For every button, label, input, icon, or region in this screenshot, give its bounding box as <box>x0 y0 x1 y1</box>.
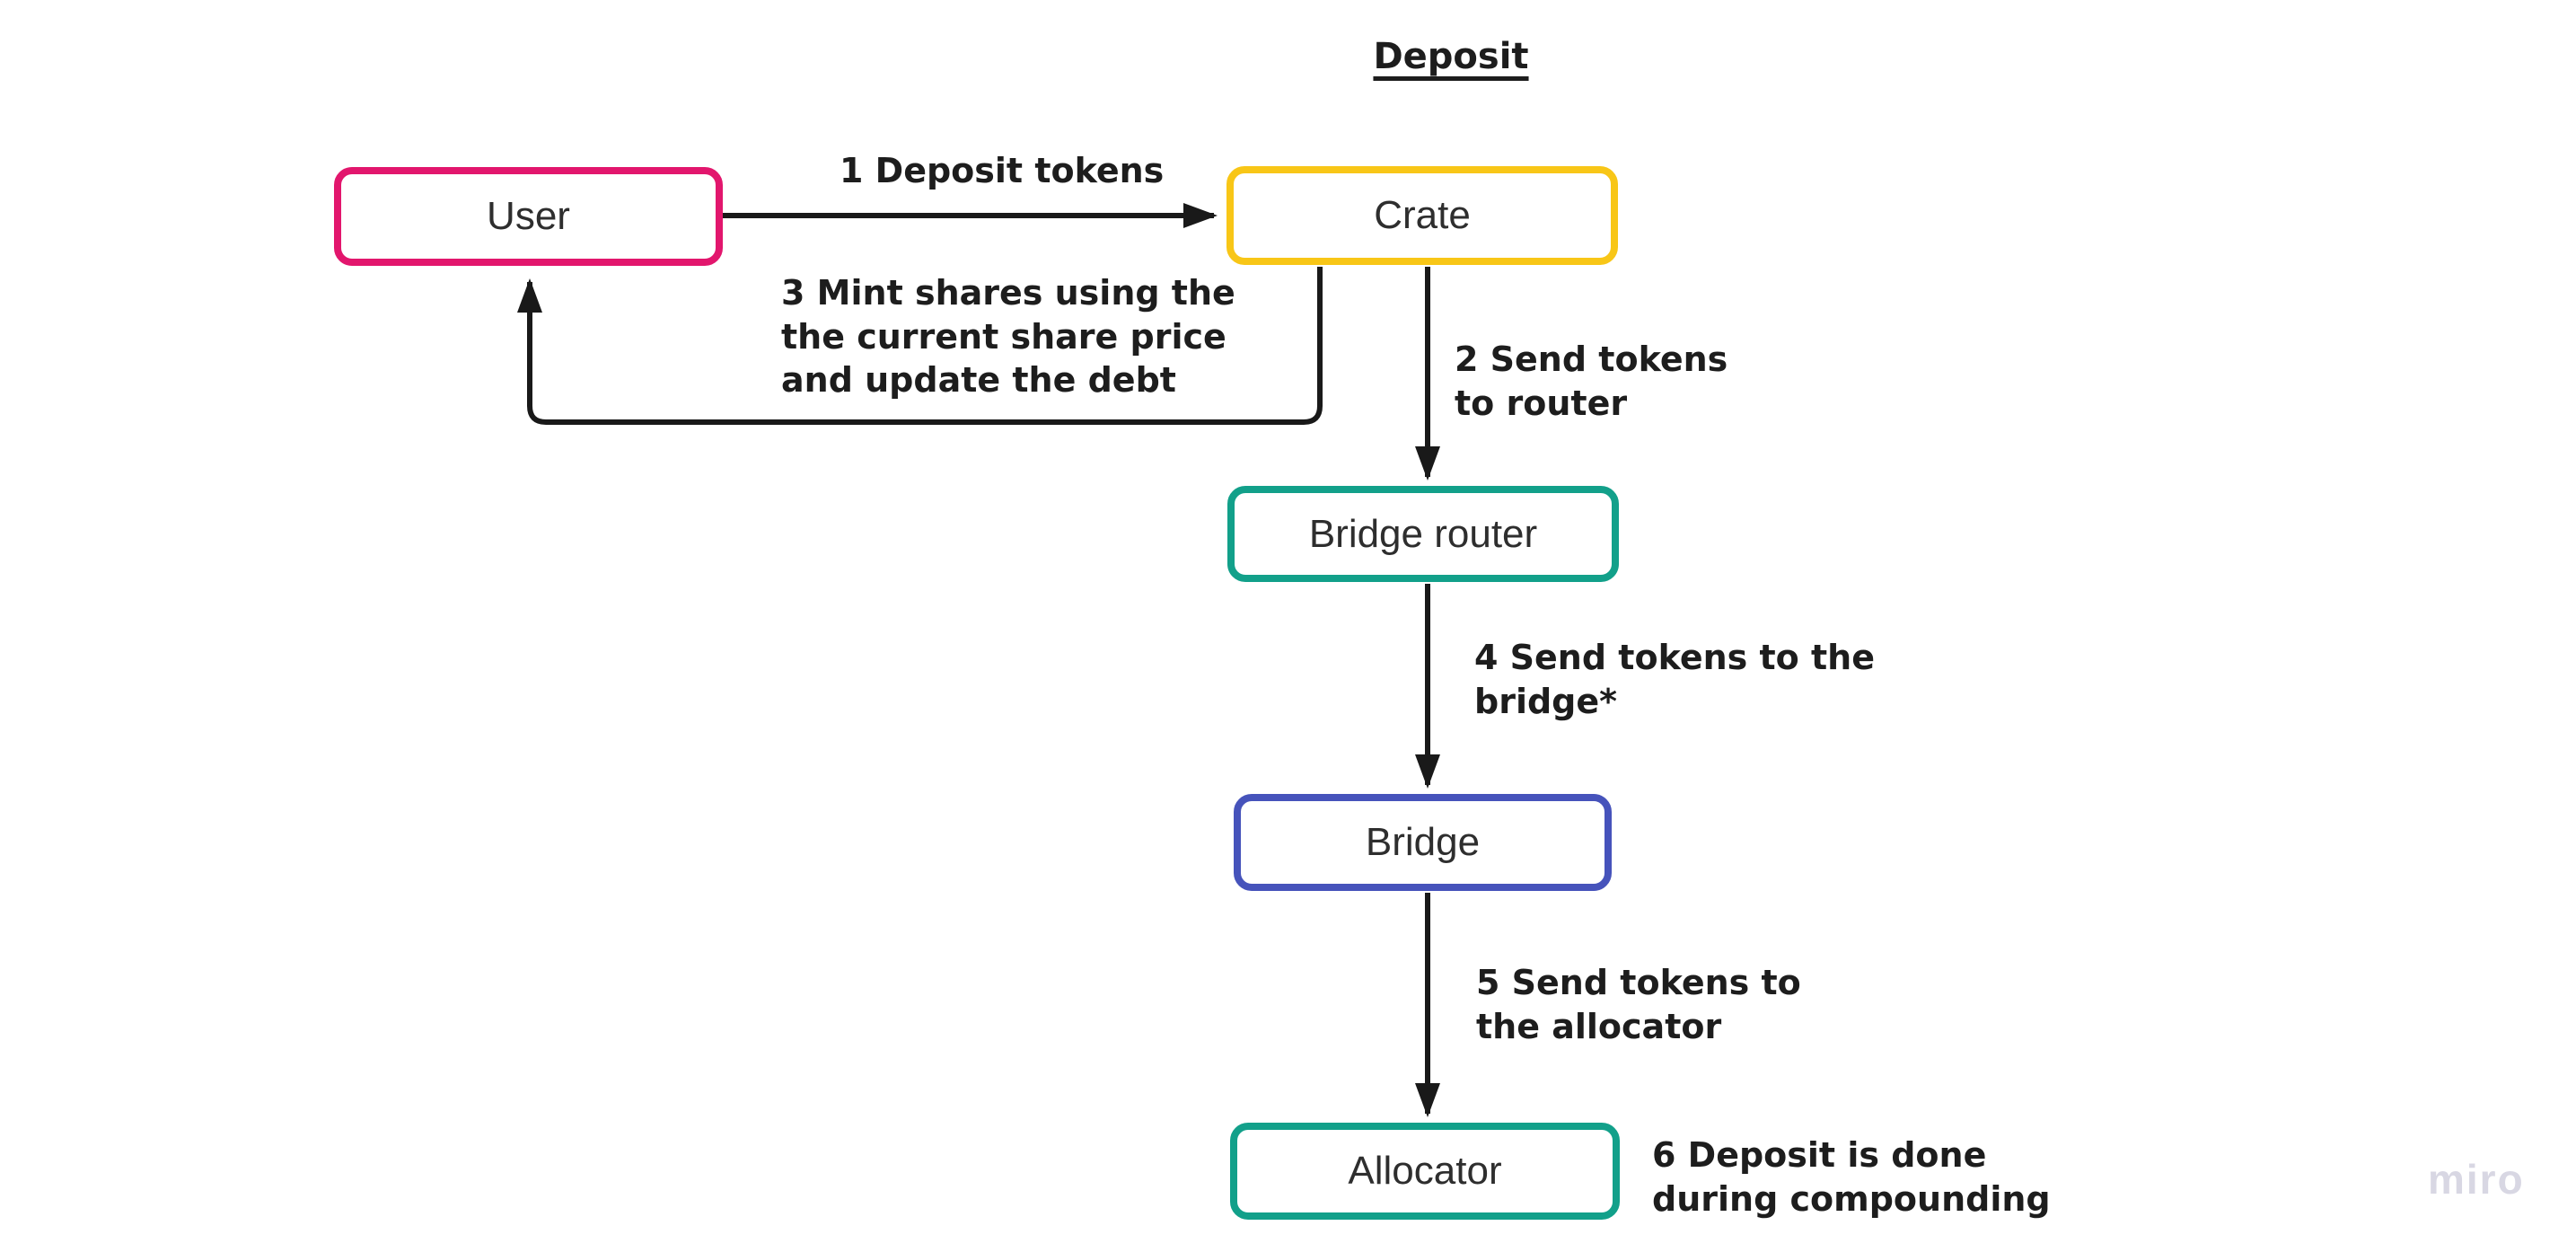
node-allocator[interactable]: Allocator <box>1230 1123 1620 1220</box>
node-bridge-router[interactable]: Bridge router <box>1227 486 1619 582</box>
node-bridge-router-label: Bridge router <box>1308 511 1538 556</box>
step-label-6[interactable]: 6 Deposit is done during compounding <box>1652 1135 2051 1219</box>
step-label-4[interactable]: 4 Send tokens to the bridge* <box>1474 638 1875 721</box>
node-crate[interactable]: Crate <box>1226 166 1618 265</box>
node-user[interactable]: User <box>334 167 723 266</box>
diagram-title[interactable]: Deposit <box>1373 36 1529 77</box>
step-label-1[interactable]: 1 Deposit tokens <box>840 151 1165 190</box>
step-label-3[interactable]: 3 Mint shares using the the current shar… <box>781 273 1235 401</box>
node-bridge[interactable]: Bridge <box>1234 794 1612 891</box>
node-allocator-label: Allocator <box>1348 1149 1502 1193</box>
step-label-5[interactable]: 5 Send tokens to the allocator <box>1476 963 1801 1046</box>
node-bridge-label: Bridge <box>1365 820 1481 864</box>
step-label-2[interactable]: 2 Send tokens to router <box>1455 339 1728 423</box>
node-crate-label: Crate <box>1374 193 1471 237</box>
connector-3-crate-to-user-return[interactable] <box>517 267 1323 425</box>
miro-watermark-logo: miro <box>2428 1156 2525 1203</box>
node-user-label: User <box>487 194 570 238</box>
